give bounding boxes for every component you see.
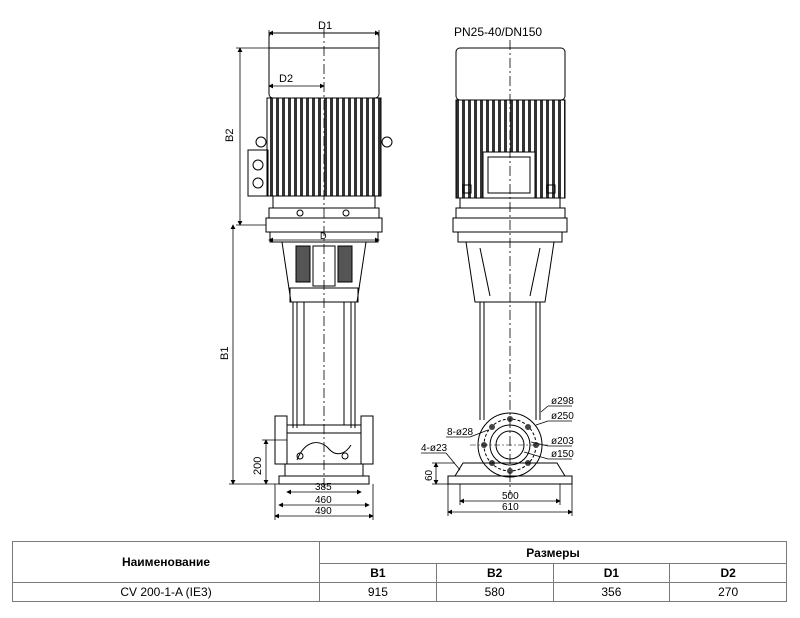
value-d1-cell: 356 [552, 582, 671, 602]
name-header: Наименование [12, 541, 320, 583]
dim-490-label: 490 [315, 506, 332, 517]
dim-B2-label: B2 [224, 129, 236, 142]
pump-dimension-drawing: D1 D2 D B2 B1 200 385 460 490 [219, 20, 574, 520]
dim-4-holes-label: 4-ø23 [421, 443, 448, 454]
dims-header: Размеры [319, 541, 787, 564]
table-row: CV 200-1-A (IE3) 915 580 356 270 [12, 582, 787, 602]
dim-60-label: 60 [424, 469, 435, 481]
col-header-b2: B2 [435, 563, 554, 583]
dim-B1-label: B1 [219, 347, 231, 360]
dim-D-label: D [320, 231, 327, 241]
dim-D2-label: D2 [279, 73, 293, 85]
value-d2-cell: 270 [669, 582, 787, 602]
flange-spec-label: PN25-40/DN150 [454, 25, 542, 39]
dim-d203-label: ø203 [551, 436, 574, 447]
dim-500-label: 500 [502, 491, 519, 502]
value-b1-cell: 915 [319, 582, 437, 602]
dim-460-label: 460 [315, 495, 332, 506]
value-b2-cell: 580 [435, 582, 554, 602]
front-view [247, 28, 393, 490]
motor-fan-cover-side [455, 47, 566, 101]
terminal-box [247, 149, 269, 197]
side-view [447, 40, 573, 495]
dim-200-label: 200 [252, 457, 264, 475]
front-dimensions [229, 30, 380, 520]
dim-385-label: 385 [315, 482, 332, 493]
col-header-d2: D2 [669, 563, 787, 583]
spec-table: Наименование Размеры B1 B2 D1 D2 CV 200-… [12, 541, 787, 602]
col-header-b1: B1 [319, 563, 437, 583]
dim-d298-label: ø298 [551, 396, 574, 407]
col-header-d1: D1 [552, 563, 671, 583]
side-dimensions [421, 405, 573, 516]
model-name-cell: CV 200-1-A (IE3) [12, 582, 320, 602]
dim-610-label: 610 [502, 502, 519, 513]
dim-8-holes-label: 8-ø28 [447, 427, 474, 438]
dim-D1-label: D1 [318, 20, 332, 32]
dim-d150-label: ø150 [551, 449, 574, 460]
dim-d250-label: ø250 [551, 411, 574, 422]
